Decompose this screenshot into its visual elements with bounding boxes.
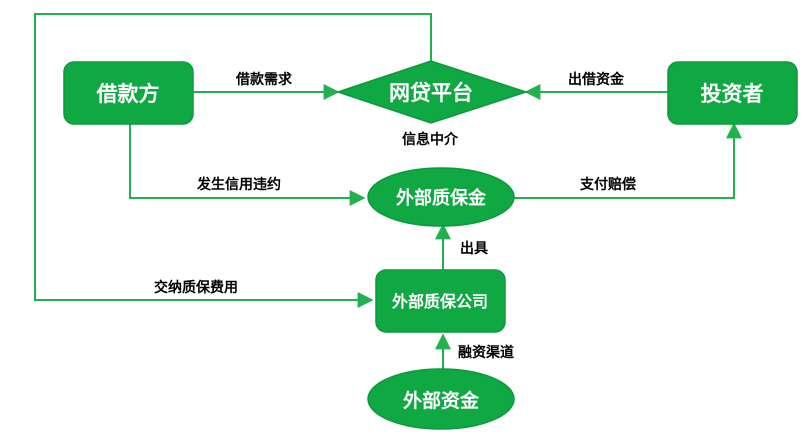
node-investor-label: 投资者	[701, 82, 764, 106]
label-borrowing-demand: 借款需求	[235, 71, 293, 88]
edge-labels: 借款需求 出借资金 信息中介 发生信用违约 支付赔偿 出具 交纳质保费用 融资渠…	[154, 71, 636, 361]
label-pay-guarantee-fee: 交纳质保费用	[154, 279, 238, 296]
node-guarantee-company: 外部质保公司	[375, 269, 506, 333]
label-issue: 出具	[460, 240, 488, 257]
node-platform-label: 网贷平台	[389, 81, 473, 105]
node-platform: 网贷平台	[335, 60, 529, 124]
edge-borrower-to-guarantee-fund	[129, 123, 366, 206]
label-lending-funds: 出借资金	[568, 71, 625, 88]
nodes: 借款方 网贷平台 投资者 外部质保金 外部质保公司 外部资金	[63, 60, 798, 430]
node-guarantee-fund: 外部质保金	[367, 167, 515, 227]
label-financing-channel: 融资渠道	[458, 344, 514, 361]
node-external-funds-label: 外部资金	[403, 389, 480, 412]
edge-guarantee-fund-to-investor	[514, 122, 742, 199]
label-pay-compensation: 支付赔偿	[579, 176, 636, 193]
node-guarantee-fund-label: 外部质保金	[396, 187, 487, 209]
node-external-funds: 外部资金	[367, 368, 515, 430]
node-investor: 投资者	[667, 61, 798, 125]
edge-platform-to-guarantee-company	[34, 13, 432, 308]
label-default-occurs: 发生信用违约	[196, 176, 281, 193]
node-borrower: 借款方	[63, 61, 194, 125]
node-guarantee-company-label: 外部质保公司	[391, 292, 488, 311]
edges	[34, 13, 742, 370]
node-borrower-label: 借款方	[96, 82, 160, 106]
label-info-intermediary: 信息中介	[402, 131, 459, 148]
